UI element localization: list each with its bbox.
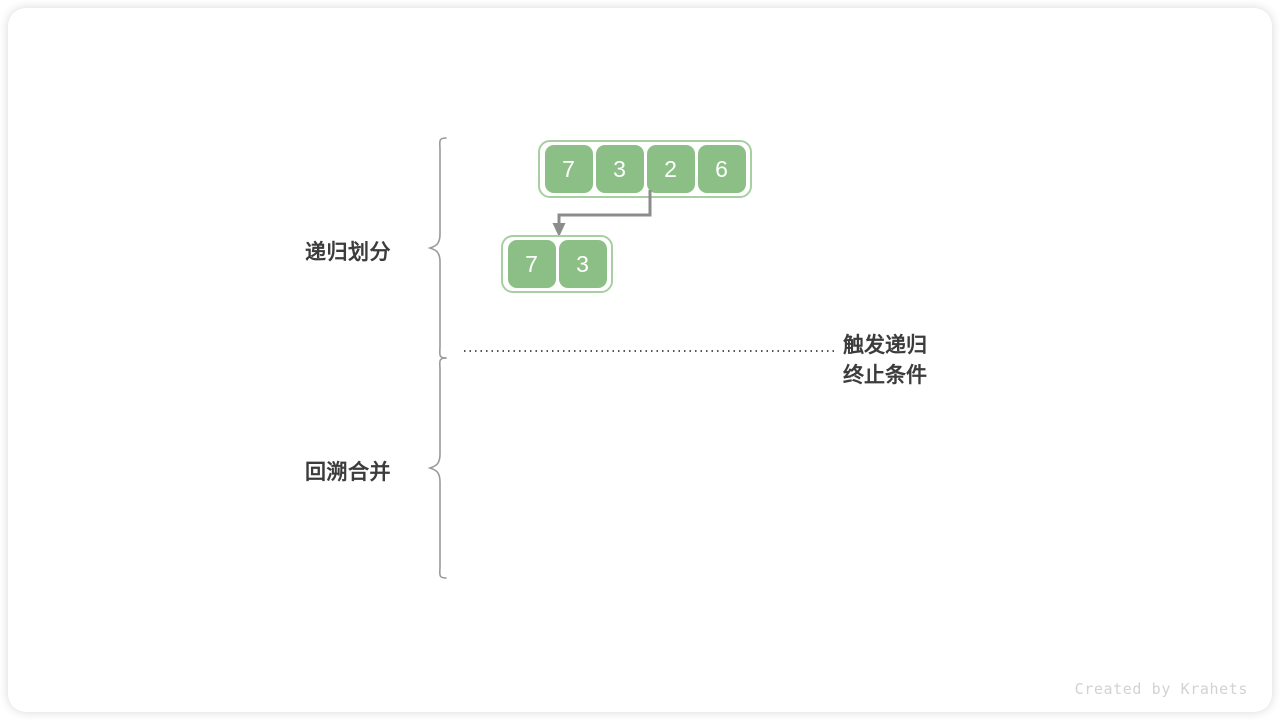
array-cell: 7 xyxy=(507,240,556,288)
array-cell: 6 xyxy=(697,145,746,193)
array-cell: 2 xyxy=(646,145,695,193)
note-line-1: 触发递归 xyxy=(843,334,927,357)
note-line-2: 终止条件 xyxy=(843,364,927,387)
note-recursion-termination: 触发递归 终止条件 xyxy=(843,331,927,391)
diagram-card xyxy=(8,8,1272,712)
array-left-subarray: 7 3 xyxy=(501,235,613,293)
array-cell: 3 xyxy=(595,145,644,193)
brace-backtrack-merge xyxy=(427,357,447,579)
brace-recursive-divide xyxy=(427,137,447,359)
section-label-recursive-divide: 递归划分 xyxy=(305,241,391,264)
array-cell: 3 xyxy=(558,240,607,288)
dotted-divider xyxy=(464,350,838,352)
array-cell: 7 xyxy=(544,145,593,193)
array-root: 7 3 2 6 xyxy=(538,140,752,198)
arrow-divide-left xyxy=(552,190,652,237)
section-label-backtrack-merge: 回溯合并 xyxy=(305,461,391,484)
watermark-credit: Created by Krahets xyxy=(1074,680,1248,698)
